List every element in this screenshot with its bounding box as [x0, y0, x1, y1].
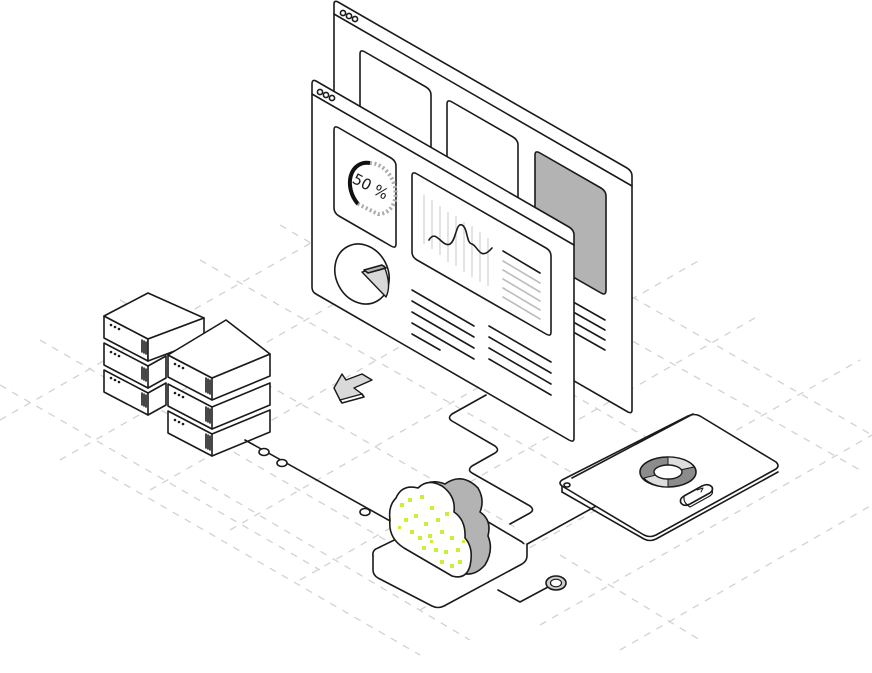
window-controls-icon: [339, 9, 359, 23]
cloud-icon: [388, 478, 492, 578]
gauge-card: 50 %: [333, 126, 398, 248]
cloud-tablet-connector: [519, 504, 599, 549]
server-stack-left: [103, 292, 205, 416]
arrow-right-pill-button[interactable]: [679, 483, 714, 508]
arrow-down-left-icon: [333, 373, 373, 404]
window-controls-icon: [563, 482, 571, 488]
server-cloud-connector: [244, 439, 393, 523]
pie-chart: [334, 243, 390, 305]
window-controls-icon: [316, 88, 336, 102]
monitor-cloud-connector: [448, 394, 534, 525]
front-window: 50 %: [311, 79, 575, 442]
donut-chart-icon: [639, 456, 697, 488]
server-stack-right: [167, 319, 271, 457]
tablet: [559, 413, 779, 542]
text-lines: [411, 289, 552, 396]
cloud-button-connector: [497, 575, 567, 603]
line-chart-card: [411, 172, 552, 336]
